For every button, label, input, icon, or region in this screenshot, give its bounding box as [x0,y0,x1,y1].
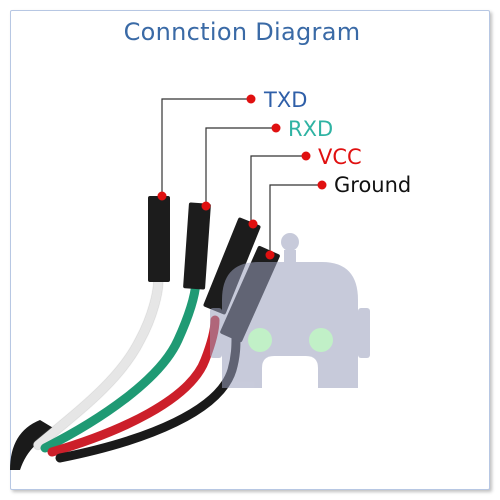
label-dot-txd [247,95,256,104]
robot-mouth [262,356,318,388]
housing-txd [148,196,170,282]
robot-antenna-stem [284,250,296,262]
label-dot-vcc [302,152,311,161]
leader-vcc [251,156,304,226]
robot-ear-right [358,308,370,358]
label-dot-rxd [272,124,281,133]
pin-label-vcc: VCC [318,145,362,169]
robot-eye-right [309,328,333,352]
robot-ear-left [210,308,222,358]
robot-antenna-icon [281,233,299,251]
pin-dot-txd [158,192,167,201]
pin-dot-vcc [249,220,258,229]
pin-label-txd: TXD [263,88,307,112]
housing-rxd [183,202,211,289]
pin-label-ground: Ground [334,173,411,197]
leader-rxd [206,128,274,206]
pin-dot-ground [266,251,275,260]
pin-label-rxd: RXD [288,117,333,141]
label-dot-ground [318,181,327,190]
robot-eye-left [248,328,272,352]
pin-dot-rxd [202,202,211,211]
